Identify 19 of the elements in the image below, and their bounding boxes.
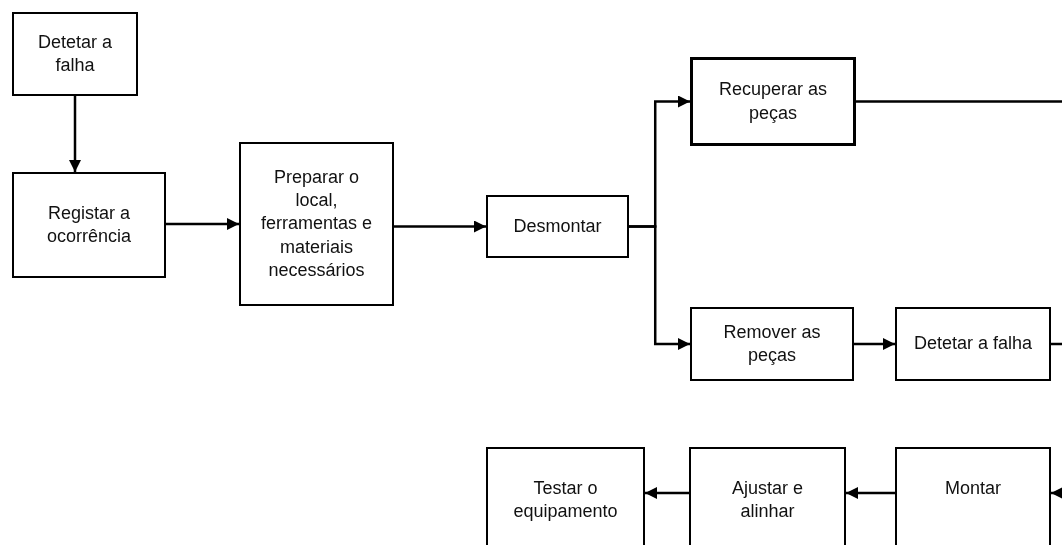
process-box: Detetar a falha <box>12 12 138 96</box>
process-box: Montar <box>895 447 1051 545</box>
process-box: Preparar o local, ferramentas e materiais necessários <box>239 142 394 306</box>
arrow <box>1051 487 1062 499</box>
process-box: Desmontar <box>486 195 629 258</box>
arrow <box>166 218 239 230</box>
process-box: Registar a ocorrência <box>12 172 166 278</box>
process-box: Recuperar as peças <box>690 57 856 146</box>
process-box: Testar o equipamento <box>486 447 645 545</box>
arrow <box>394 220 486 233</box>
arrow <box>629 225 690 350</box>
process-box: Remover as peças <box>690 307 854 381</box>
arrow <box>846 487 895 499</box>
process-box: Ajustar e alinhar <box>689 447 846 545</box>
arrow <box>645 487 689 499</box>
process-box: Detetar a falha <box>895 307 1051 381</box>
arrow <box>69 96 81 172</box>
arrow <box>854 338 895 350</box>
connector-line <box>856 100 1062 103</box>
